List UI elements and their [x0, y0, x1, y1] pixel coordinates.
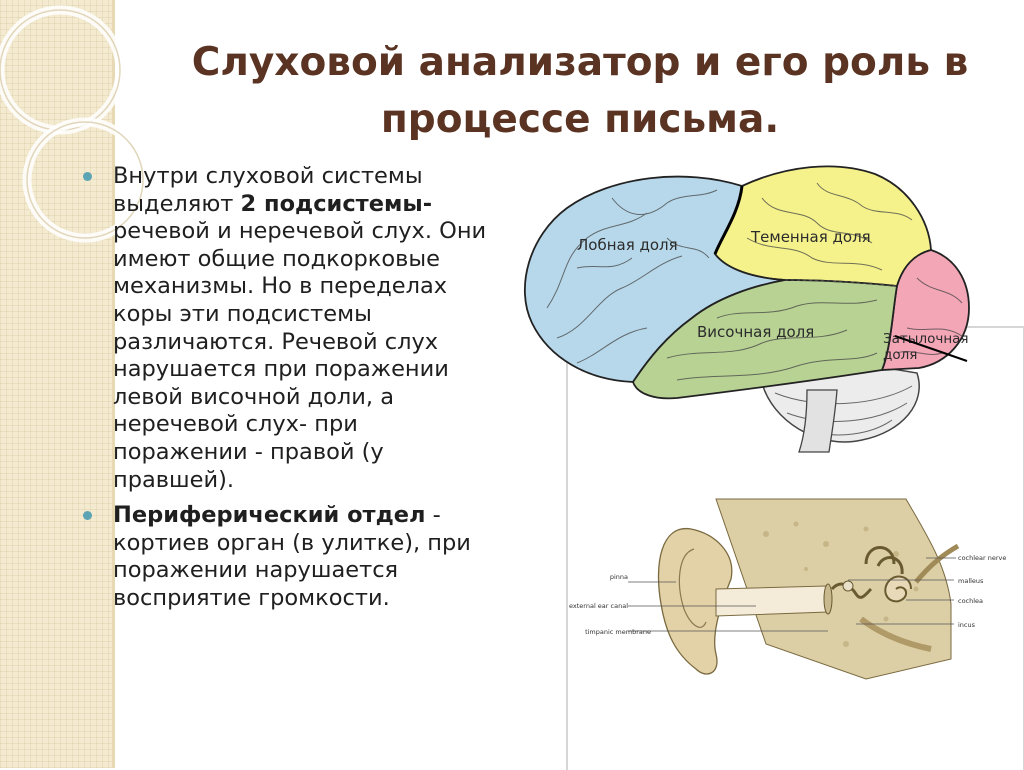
pinna-shape — [657, 528, 733, 675]
incus-label: incus — [958, 621, 976, 629]
bullet-text-rest: речевой и неречевой слух. Они имеют общи… — [113, 218, 487, 493]
bullet-item-subsystems: Внутри слуховой системы выделяют 2 подси… — [78, 163, 498, 494]
cochlear-nerve-label: cochlear nerve — [958, 554, 1006, 562]
cerebellum-line — [786, 402, 908, 422]
pinna-label: pinna — [610, 573, 628, 581]
bullet-text-start: Внутри слуховой системы выделяют — [113, 163, 423, 217]
bullet-dot-icon — [83, 172, 92, 181]
frontal-lobe-label: Лобная доля — [577, 236, 678, 254]
cochlea-label: cochlea — [958, 597, 983, 605]
cerebellum-line — [774, 385, 913, 405]
bullet-text-bold: Периферический отдел — [113, 502, 426, 529]
temporal-lobe-shape — [632, 279, 899, 400]
malleus-label: malleus — [958, 577, 984, 585]
bone-texture — [763, 521, 919, 647]
bullet-item-peripheral: Периферический отдел - кортиев орган (в … — [78, 502, 498, 612]
bullet-dot-icon — [83, 511, 92, 521]
tympanic-membrane-shape — [823, 583, 833, 615]
eustachian-tube — [859, 616, 932, 652]
brain-lobes-diagram: Лобная доля Теменная доля Височная доля … — [524, 165, 970, 453]
timpanic-membrane-label: timpanic membrane — [585, 628, 651, 636]
brain-gyri — [546, 182, 963, 381]
ear-label-lines — [628, 557, 956, 632]
pinna-inner-fold — [678, 548, 707, 628]
ossicle-joint — [842, 580, 854, 592]
occipital-lobe-label-line1: Затылочная — [883, 331, 969, 347]
bullet-text-rest: - кортиев орган (в улитке), при поражени… — [113, 502, 471, 611]
brainstem-shape — [798, 389, 838, 453]
ossicles-shape — [830, 582, 873, 599]
semicircular-canals — [876, 556, 904, 575]
bullet-list: Внутри слуховой системы выделяют 2 подси… — [78, 163, 498, 621]
decorative-rings — [0, 5, 148, 243]
external-ear-canal-label: external ear canal — [569, 602, 628, 610]
central-sulcus — [713, 185, 744, 255]
occipital-lobe-label-line2: доля — [883, 347, 917, 363]
parietal-lobe-shape — [713, 165, 932, 287]
ear-canal-shape — [715, 585, 829, 617]
decorative-strip-edge — [112, 0, 115, 768]
ear-anatomy-diagram: pinna external ear canal timpanic membra… — [569, 498, 1006, 680]
bullet-text-bold: 2 подсистемы- — [240, 190, 433, 217]
cochlear-nerve-shape — [914, 543, 960, 584]
parietal-lobe-label: Теменная доля — [750, 228, 871, 246]
occipital-pointer-line — [894, 335, 968, 362]
cerebellum-shape — [761, 362, 920, 443]
slide-title: Слуховой анализатор и его роль в процесс… — [191, 40, 969, 142]
cochlea-shape — [884, 575, 912, 603]
temporal-lobe-label: Височная доля — [697, 323, 814, 341]
